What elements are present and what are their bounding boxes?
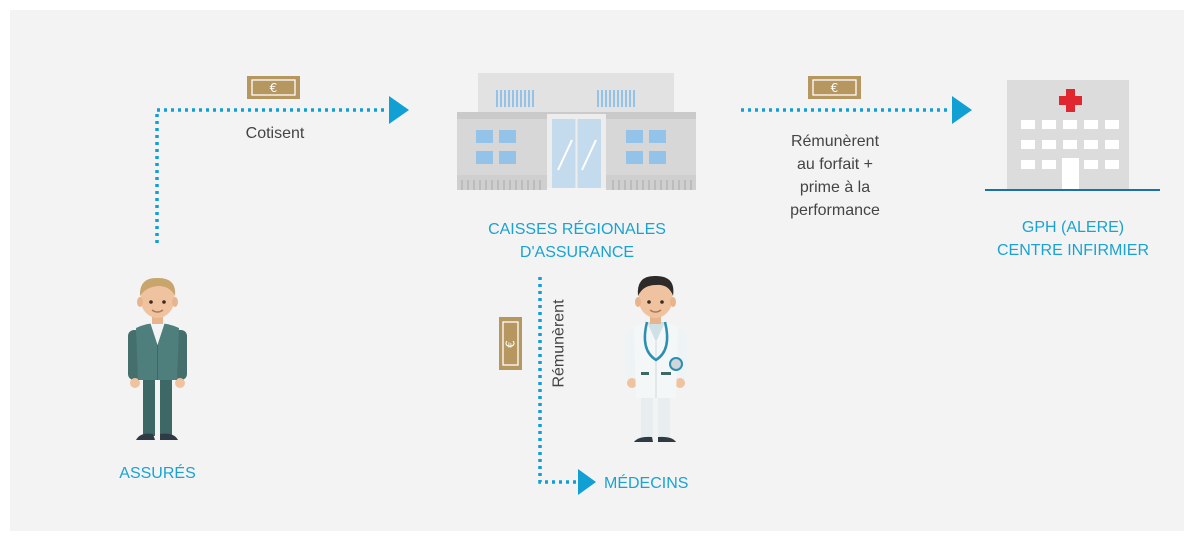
cotisent-label: Cotisent (245, 125, 305, 142)
gph-label: GPH (ALERE) CENTRE INFIRMIER (980, 216, 1166, 262)
banknote-forfait: € (808, 76, 861, 99)
euro-symbol: € (831, 81, 839, 95)
insured-person-icon (128, 277, 187, 440)
arrow-caisses-to-gph (741, 96, 972, 124)
remunerent-forfait-label: Rémunèrent au forfait + prime à la perfo… (750, 130, 920, 222)
caisses-label-line1: CAISSES RÉGIONALES (488, 221, 666, 238)
banknote-medecins: € (499, 317, 522, 370)
remunerent-vertical-label: Rémunèrent (550, 299, 568, 388)
hospital-icon (985, 80, 1160, 191)
euro-symbol: € (504, 340, 518, 348)
medecins-label: MÉDECINS (604, 475, 689, 492)
gph-label-line2: CENTRE INFIRMIER (997, 242, 1149, 259)
doctor-icon (625, 275, 687, 442)
remunerent-forfait-line1: Rémunèrent (790, 133, 880, 150)
euro-symbol: € (270, 81, 278, 95)
caisses-label: CAISSES RÉGIONALES D'ASSURANCE (460, 218, 694, 264)
assures-label: ASSURÉS (119, 465, 196, 482)
remunerent-forfait-line3: prime à la (799, 179, 871, 196)
gph-label-line1: GPH (ALERE) (1021, 219, 1125, 236)
banknote-cotisent: € (247, 76, 300, 99)
arrow-caisses-to-medecins (538, 277, 596, 495)
remunerent-forfait-line4: performance (790, 202, 880, 219)
caisses-label-line2: D'ASSURANCE (519, 244, 635, 261)
arrow-assures-to-caisses (155, 96, 409, 243)
remunerent-forfait-line2: au forfait + (796, 156, 874, 173)
insurance-building-icon (457, 73, 696, 190)
